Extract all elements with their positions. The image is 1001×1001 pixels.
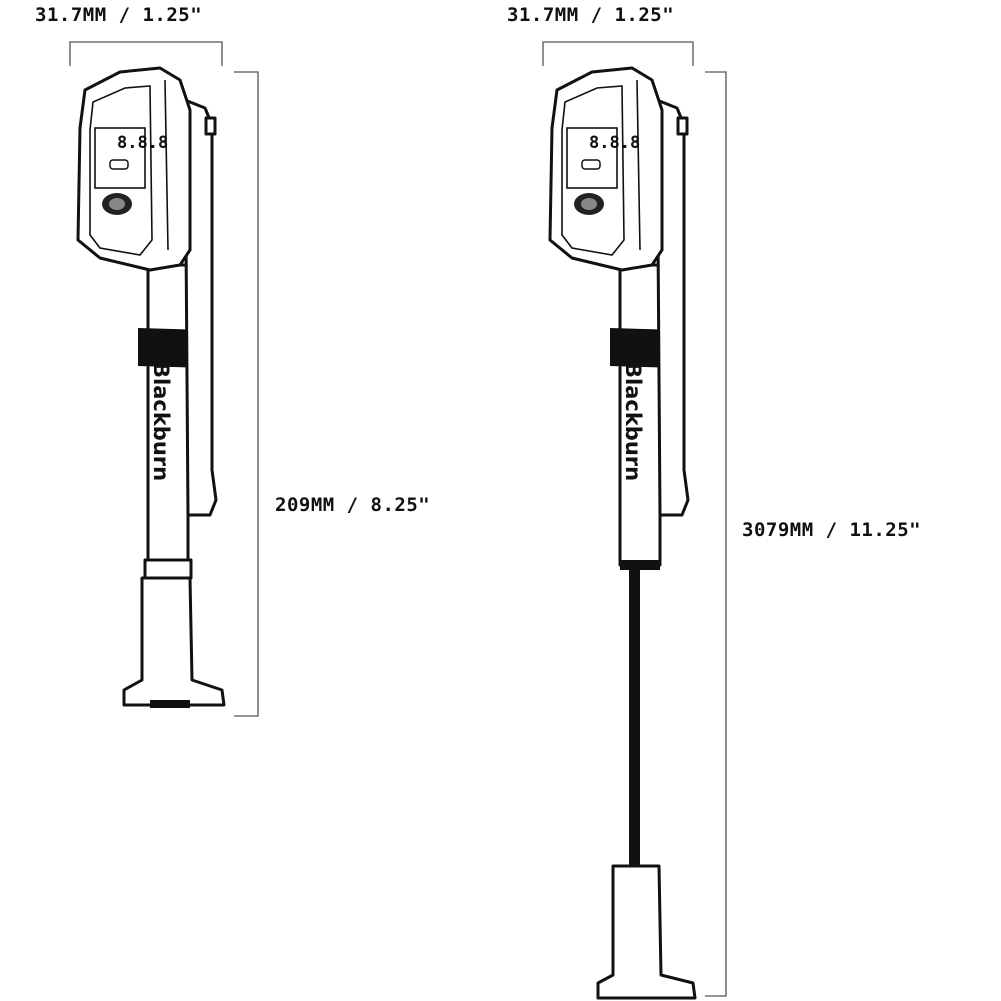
right-pump: 8.8.8 Blackburn [548, 66, 697, 1000]
right-height-label: 3079MM / 11.25" [742, 519, 922, 541]
right-width-label: 31.7MM / 1.25" [507, 4, 675, 26]
right-brand-logo: Blackburn [621, 362, 645, 481]
left-width-dimension [69, 41, 223, 66]
right-height-dimension [705, 71, 727, 997]
left-display-digits: 8.8.8 [117, 133, 168, 153]
right-display-digits: 8.8.8 [589, 133, 640, 153]
left-height-dimension [234, 71, 259, 717]
left-height-label: 209MM / 8.25" [275, 494, 431, 516]
left-pump: 8.8.8 Blackburn [76, 66, 226, 708]
left-brand-logo: Blackburn [149, 362, 173, 481]
left-width-label: 31.7MM / 1.25" [35, 4, 203, 26]
right-width-dimension [542, 41, 694, 66]
